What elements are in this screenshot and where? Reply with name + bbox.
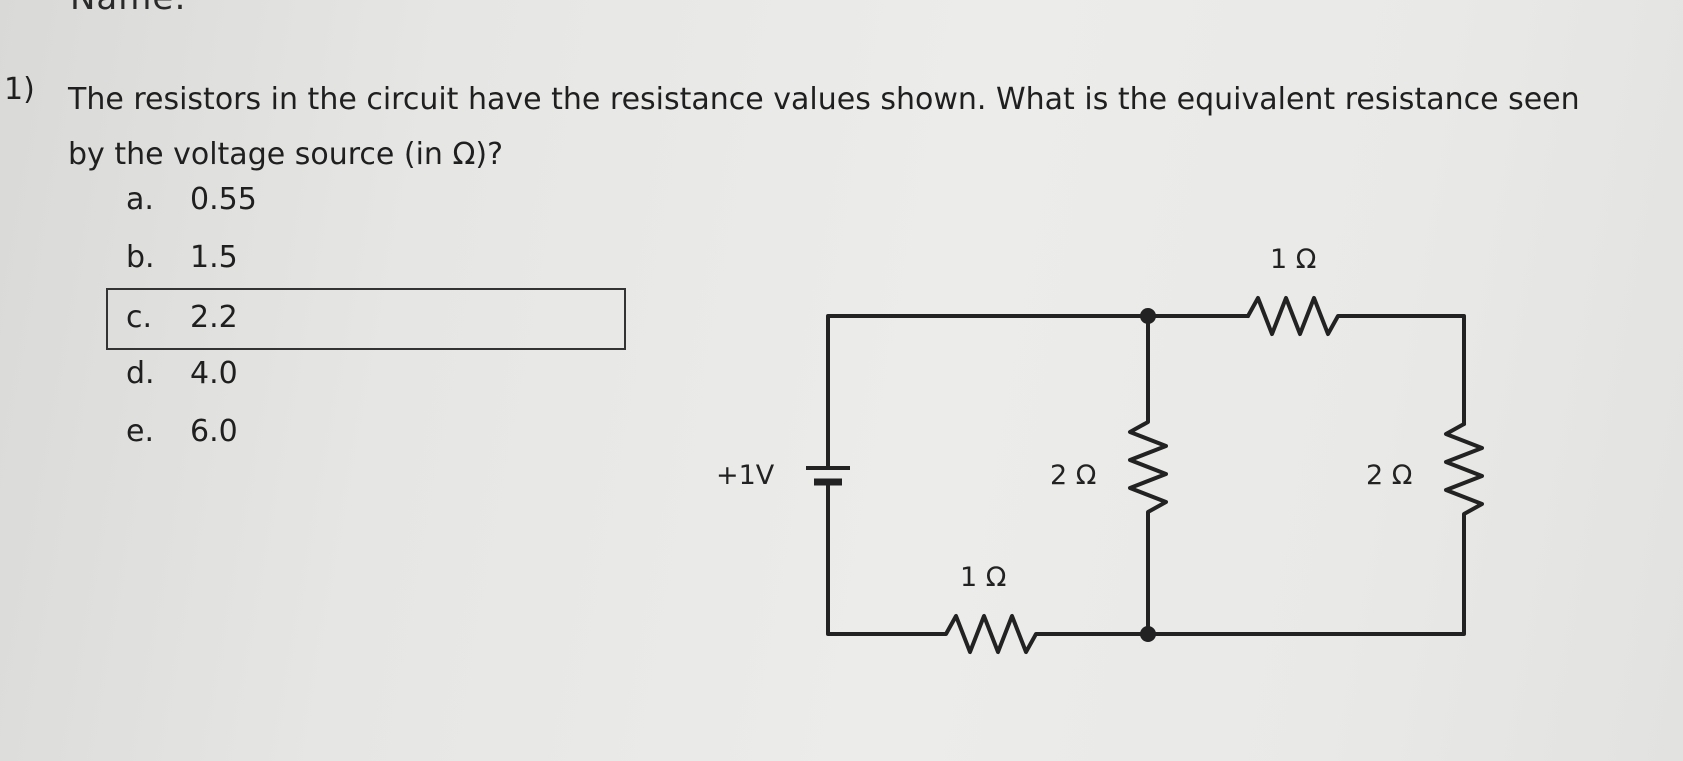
option-value: 0.55 xyxy=(190,182,257,217)
question-text: The resistors in the circuit have the re… xyxy=(68,82,1580,172)
name-header-fragment: Name: xyxy=(70,0,187,18)
r-middle-label: 2 Ω xyxy=(1050,460,1096,491)
source-label: +1V xyxy=(716,460,775,491)
option-letter: b. xyxy=(126,240,155,275)
option-letter: a. xyxy=(126,182,154,217)
r-right-label: 2 Ω xyxy=(1366,460,1412,491)
option-letter: c. xyxy=(126,300,153,335)
option-c-selected[interactable]: c. 2.2 xyxy=(106,288,626,350)
junction-dot-top xyxy=(1140,308,1156,324)
option-value: 1.5 xyxy=(190,240,238,275)
right-resistor xyxy=(1146,422,1484,636)
option-letter: d. xyxy=(126,356,155,391)
middle-resistor xyxy=(1128,314,1168,636)
option-d[interactable]: d. 4.0 xyxy=(106,350,626,408)
r-top-label: 1 Ω xyxy=(1270,244,1316,275)
r-bottom-label: 1 Ω xyxy=(960,562,1006,593)
option-value: 4.0 xyxy=(190,356,238,391)
answer-options: a. 0.55 b. 1.5 c. 2.2 d. 4.0 e. 6.0 xyxy=(106,176,626,466)
top-left-wire xyxy=(826,314,1250,455)
option-b[interactable]: b. 1.5 xyxy=(106,234,626,292)
top-resistor xyxy=(1246,296,1466,426)
bottom-resistor xyxy=(826,481,1150,654)
option-value: 6.0 xyxy=(190,414,238,449)
question-number: 1) xyxy=(4,72,35,107)
junction-dot-bottom xyxy=(1140,626,1156,642)
option-a[interactable]: a. 0.55 xyxy=(106,176,626,234)
option-e[interactable]: e. 6.0 xyxy=(106,408,626,466)
option-value: 2.2 xyxy=(190,300,238,335)
option-letter: e. xyxy=(126,414,154,449)
